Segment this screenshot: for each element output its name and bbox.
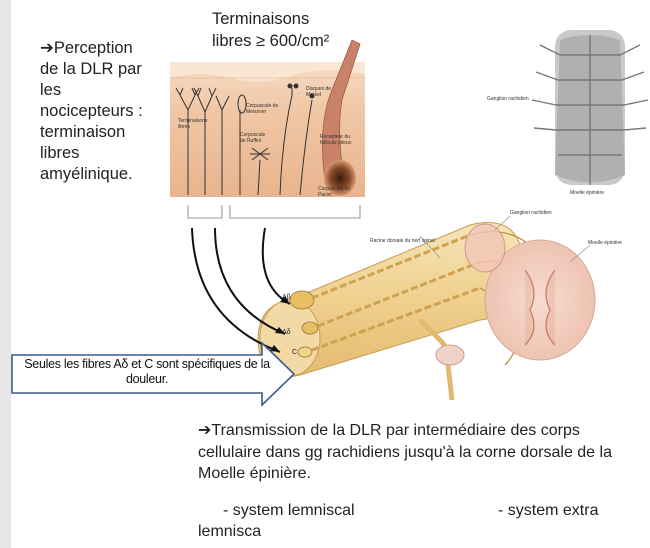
perception-line-3: les — [40, 80, 170, 101]
label-racine-dorsale: Racine dorsale du nerf spinal — [370, 238, 460, 244]
perception-line-2: de la DLR par — [40, 59, 170, 80]
fibres-note-line-1: Seules les fibres Aδ et C sont spécifiqu… — [2, 357, 292, 372]
perception-line-6: libres — [40, 143, 170, 164]
fibres-note-line-2: douleur. — [2, 372, 292, 387]
transmission-line-1: ➔Transmission de la DLR par intermédiair… — [198, 420, 648, 442]
system-extra: - system extra — [498, 500, 598, 521]
label-meissner: Corpuscule de Meissner — [246, 103, 280, 115]
system-extra-continued: lemnisca — [198, 521, 261, 542]
fibres-note: Seules les fibres Aδ et C sont spécifiqu… — [2, 357, 292, 387]
label-moelle-top: Moelle épinière — [570, 190, 625, 196]
perception-line-1: ➔Perception — [40, 38, 170, 59]
label-ganglion: Ganglion rachidien — [510, 210, 570, 216]
terminaisons-line-2: libres ≥ 600/cm² — [212, 30, 362, 52]
terminaisons-line-1: Terminaisons — [212, 8, 362, 30]
label-adelta: Aδ — [282, 330, 291, 336]
terminaisons-title: Terminaisons libres ≥ 600/cm² — [212, 8, 362, 52]
label-terminaisons-libres: Terminaisons libres — [178, 118, 220, 130]
perception-line-5: terminaison — [40, 122, 170, 143]
perception-text: ➔Perception de la DLR par les nocicepteu… — [40, 38, 170, 185]
transmission-line-2: cellulaire dans gg rachidiens jusqu'à la… — [198, 442, 648, 464]
label-c: C — [292, 350, 297, 356]
perception-line-7: amyélinique. — [40, 164, 170, 185]
label-merkel: Disques de Merkel — [306, 86, 336, 98]
transmission-line-3: Moelle épinière. — [198, 463, 648, 485]
perception-line-4: nocicepteurs : — [40, 101, 170, 122]
label-ruffini: Corpuscule de Ruffini — [240, 132, 272, 144]
transmission-text: ➔Transmission de la DLR par intermédiair… — [198, 420, 648, 485]
label-follicule: Recepteur du follicule pileux — [320, 134, 360, 146]
label-ganglion-top: Ganglion rachidien — [487, 96, 547, 102]
spine-illustration — [532, 30, 648, 185]
label-pacini: Corpuscule de Pacini — [318, 186, 356, 198]
label-abeta: Aβ — [282, 295, 291, 301]
system-lemniscal: - system lemniscal — [223, 500, 355, 521]
label-moelle: Moelle épinière — [588, 240, 643, 246]
